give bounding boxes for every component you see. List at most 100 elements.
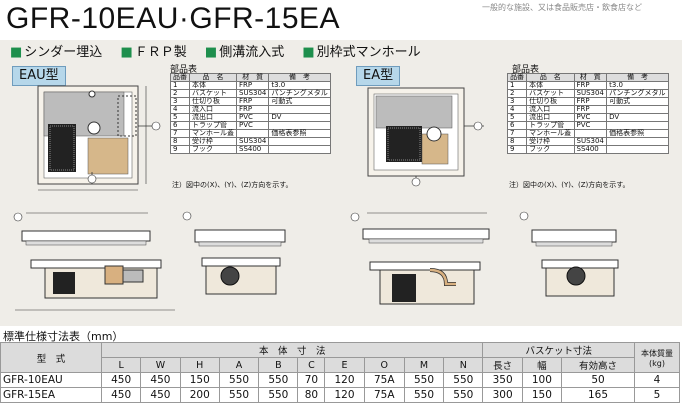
cell: 9	[170, 145, 190, 154]
cell: 450	[100, 387, 142, 403]
ea-front-section-drawing	[350, 212, 490, 244]
table-header-row: 品番 品 名 材 質 備 考	[170, 73, 331, 82]
cell: 550	[403, 387, 445, 403]
eau-parts-title: 部品表	[170, 65, 198, 75]
cell: 5	[634, 387, 680, 403]
ea-side-section-drawing	[519, 211, 617, 247]
ea-cross-section-drawing	[541, 259, 619, 297]
cell: 可動式	[268, 97, 331, 106]
cell: 200	[179, 387, 220, 403]
cell: 4	[634, 372, 680, 388]
cell: 150	[521, 387, 563, 403]
cell: DV	[268, 113, 331, 122]
cell: 75A	[363, 387, 405, 403]
eau-side-section-drawing	[182, 211, 286, 247]
cell: 550	[443, 372, 484, 388]
column-header: バスケット寸法	[482, 342, 635, 358]
cell: フック	[526, 145, 575, 154]
ea-parts-title: 部品表	[512, 65, 540, 75]
cell: DV	[606, 113, 669, 122]
cell: SS400	[235, 145, 270, 154]
cell: 300	[482, 387, 523, 403]
cell: SS400	[573, 145, 608, 154]
ea-badge: EA型	[356, 66, 401, 86]
feature-item: シンダー埋込	[10, 45, 102, 60]
cell: 可動式	[606, 97, 669, 106]
feature-item: 別枠式マンホール	[302, 45, 420, 60]
ea-plan-drawing	[367, 87, 484, 187]
cell: 450	[140, 372, 181, 388]
spec-table: 型 式 本 体 寸 法 バスケット寸法 本体質量(kg) L W H A B C…	[0, 342, 680, 403]
ea-trap-section-drawing	[369, 261, 481, 305]
cell: PVC	[235, 121, 270, 130]
tagline: 一般的な施設、又は食品販売店・飲食店など	[482, 3, 642, 12]
column-header: 本 体 寸 法	[100, 342, 484, 358]
cell: 100	[521, 372, 563, 388]
cell: 550	[218, 387, 260, 403]
column-header: E	[324, 357, 365, 373]
cell: 550	[258, 372, 299, 388]
eau-plan-drawing	[37, 85, 161, 191]
cell	[606, 145, 669, 154]
cell: 450	[140, 387, 181, 403]
table-row: GFR-10EAU 450 450 150 550 550 70 120 75A…	[0, 372, 680, 388]
cell: PVC	[573, 121, 608, 130]
column-header: A	[218, 357, 260, 373]
ea-note: 注）図中の(X)、(Y)、(Z)方向を示す。	[509, 181, 630, 189]
column-header: 型 式	[0, 342, 102, 373]
cell: 165	[561, 387, 635, 403]
eau-cross-section-drawing	[201, 257, 281, 295]
eau-trap-section-drawing	[15, 259, 175, 311]
model-cell: GFR-10EAU	[0, 372, 102, 388]
table-row: GFR-15EA 450 450 200 550 550 80 120 75A …	[0, 387, 680, 403]
cell: 450	[100, 372, 142, 388]
cell: 9	[506, 145, 528, 154]
column-header: N	[443, 357, 484, 373]
page-title: GFR-10EAU·GFR-15EA	[6, 2, 341, 35]
column-header: 長さ	[482, 357, 523, 373]
cell: 価格表参照	[606, 129, 669, 138]
column-header: 本体質量(kg)	[634, 342, 680, 373]
cell	[606, 137, 669, 146]
column-header: 有効高さ	[561, 357, 635, 373]
column-header: B	[258, 357, 299, 373]
cell: 価格表参照	[268, 129, 331, 138]
column-header: H	[179, 357, 220, 373]
table-header-row: L W H A B C E O M N 長さ 幅 有効高さ	[1, 357, 680, 373]
cell	[268, 137, 331, 146]
column-header: C	[297, 357, 326, 373]
table-header-row: 品番 品 名 材 質 備 考	[506, 73, 669, 82]
column-header: W	[140, 357, 181, 373]
cell: 70	[297, 372, 326, 388]
feature-list: シンダー埋込 ＦＲＰ製 側溝流入式 別枠式マンホール	[10, 41, 435, 60]
cell: 50	[561, 372, 635, 388]
feature-item: 側溝流入式	[205, 45, 284, 60]
cell: 350	[482, 372, 523, 388]
cell: 80	[297, 387, 326, 403]
model-cell: GFR-15EA	[0, 387, 102, 403]
column-header: O	[363, 357, 405, 373]
cell: 120	[324, 372, 365, 388]
cell: 550	[258, 387, 299, 403]
spec-table-title: 標準仕様寸法表（mm）	[3, 330, 124, 343]
cell: 550	[443, 387, 484, 403]
cell: 550	[218, 372, 260, 388]
cell: 150	[179, 372, 220, 388]
eau-front-section-drawing	[13, 212, 151, 246]
column-header: 幅	[521, 357, 563, 373]
cell: 120	[324, 387, 365, 403]
eau-note: 注）図中の(X)、(Y)、(Z)方向を示す。	[172, 181, 293, 189]
cell	[268, 145, 331, 154]
column-header: L	[100, 357, 142, 373]
feature-item: ＦＲＰ製	[120, 45, 186, 60]
cell: 75A	[363, 372, 405, 388]
cell: フック	[189, 145, 237, 154]
